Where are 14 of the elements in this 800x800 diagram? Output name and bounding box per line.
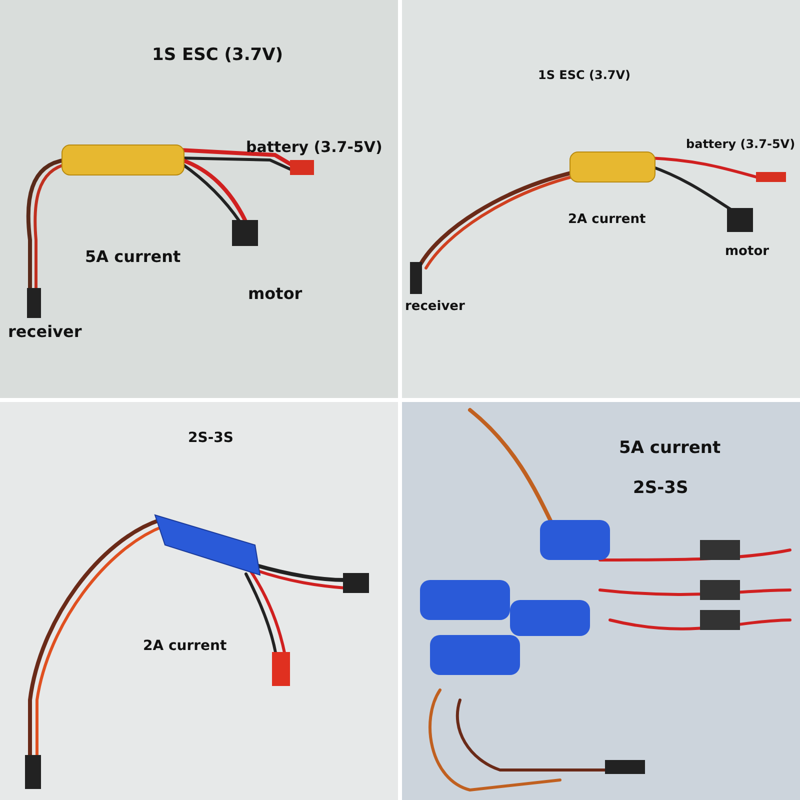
voltage-label: 2S-3S	[188, 430, 234, 446]
voltage-label: 1S ESC (3.7V)	[538, 68, 631, 82]
wire-label: receiver	[405, 299, 465, 314]
current-label: 2A current	[568, 212, 646, 227]
voltage-label: 2S-3S	[633, 478, 688, 498]
wire-label: battery (3.7-5V)	[246, 138, 382, 156]
current-label: 5A current	[619, 438, 721, 458]
wire-label: receiver	[8, 322, 82, 341]
current-label: 2A current	[143, 638, 227, 654]
wire-label: battery (3.7-5V)	[686, 137, 796, 151]
current-label: 5A current	[85, 247, 181, 266]
wire-label: motor	[725, 244, 770, 259]
wire-label: motor	[248, 284, 302, 303]
voltage-label: 1S ESC (3.7V)	[152, 45, 284, 65]
